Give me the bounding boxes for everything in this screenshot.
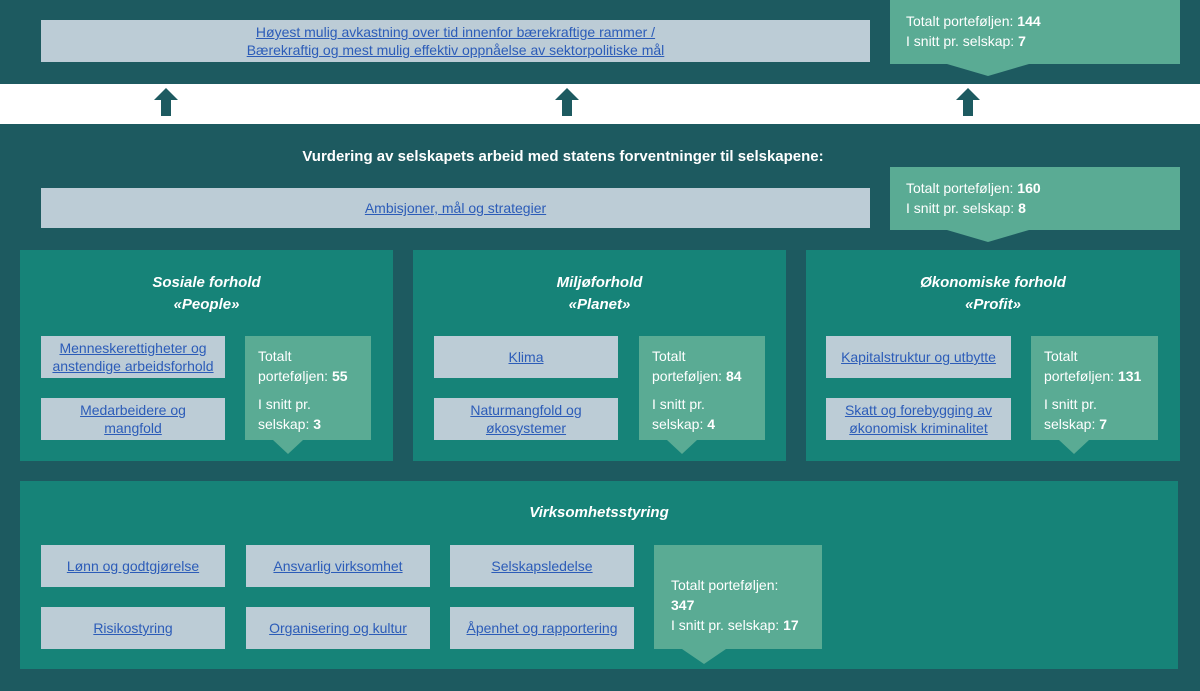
social-item-1-line-2: anstendige arbeidsforhold bbox=[52, 358, 214, 374]
ambitions-avg-value: 8 bbox=[1018, 200, 1026, 216]
environment-callout-avg-label-2: selskap: bbox=[652, 416, 704, 432]
environment-title-line-1: Miljøforhold bbox=[556, 274, 643, 291]
governance-item-label: Lønn og godtgjørelse bbox=[66, 558, 200, 574]
up-arrow-icon bbox=[555, 88, 579, 116]
governance-item-organisation-culture[interactable]: Organisering og kultur bbox=[246, 607, 430, 649]
economic-item-2-line-2: økonomisk kriminalitet bbox=[849, 420, 988, 436]
environment-item-climate[interactable]: Klima bbox=[434, 336, 618, 378]
economic-callout-total-label-2: porteføljen: bbox=[1044, 368, 1115, 384]
economic-total-value: 131 bbox=[1117, 368, 1142, 384]
ambitions-link[interactable]: Ambisjoner, mål og strategier bbox=[41, 188, 870, 228]
arrow-band bbox=[0, 84, 1200, 124]
governance-callout: Totalt porteføljen: 347 I snitt pr. sels… bbox=[654, 545, 822, 649]
ambitions-callout-pointer bbox=[947, 230, 1029, 242]
economic-item-1-label: Kapitalstruktur og utbytte bbox=[841, 349, 996, 365]
social-item-employees[interactable]: Medarbeidere og mangfold bbox=[41, 398, 225, 440]
governance-item-label: Risikostyring bbox=[93, 620, 173, 636]
governance-total-value: 347 bbox=[671, 597, 695, 613]
environment-item-1-label: Klima bbox=[508, 349, 544, 365]
environment-item-biodiversity[interactable]: Naturmangfold og økosystemer bbox=[434, 398, 618, 440]
governance-item-responsible-business[interactable]: Ansvarlig virksomhet bbox=[246, 545, 430, 587]
environment-item-2-line-2: økosystemer bbox=[485, 420, 567, 436]
social-callout-total-label-2: porteføljen: bbox=[258, 368, 329, 384]
environment-item-2-line-1: Naturmangfold og bbox=[470, 402, 582, 418]
social-title-line-1: Sosiale forhold bbox=[152, 274, 261, 291]
environment-avg-value: 4 bbox=[707, 416, 716, 432]
economic-title-line-1: Økonomiske forhold bbox=[920, 274, 1066, 291]
environment-total-value: 84 bbox=[725, 368, 742, 384]
environment-callout-avg-label-1: I snitt pr. bbox=[652, 396, 705, 412]
governance-avg-value: 17 bbox=[783, 617, 799, 633]
social-item-2-line-1: Medarbeidere og bbox=[80, 402, 186, 418]
economic-item-2-line-1: Skatt og forebygging av bbox=[844, 402, 993, 418]
environment-title-line-2: «Planet» bbox=[568, 296, 631, 313]
governance-item-transparency-reporting[interactable]: Åpenhet og rapportering bbox=[450, 607, 634, 649]
ambitions-avg-label: I snitt pr. selskap: bbox=[906, 200, 1015, 216]
governance-item-label: Organisering og kultur bbox=[269, 620, 407, 636]
economic-item-capital-structure[interactable]: Kapitalstruktur og utbytte bbox=[826, 336, 1011, 378]
up-arrow-icon bbox=[956, 88, 980, 116]
economic-callout-pointer bbox=[1059, 440, 1089, 454]
economic-item-tax[interactable]: Skatt og forebygging av økonomisk krimin… bbox=[826, 398, 1011, 440]
environment-title: Miljøforhold «Planet» bbox=[413, 272, 786, 316]
environment-callout-total-label-2: porteføljen: bbox=[652, 368, 723, 384]
up-arrow-icon bbox=[154, 88, 178, 116]
governance-title: Virksomhetsstyring bbox=[529, 504, 669, 521]
social-title: Sosiale forhold «People» bbox=[20, 272, 393, 316]
economic-title: Økonomiske forhold «Profit» bbox=[806, 272, 1180, 316]
goal-line-2: Bærekraftig og mest mulig effektiv oppnå… bbox=[246, 42, 665, 58]
governance-item-remuneration[interactable]: Lønn og godtgjørelse bbox=[41, 545, 225, 587]
ambitions-total-label: Totalt porteføljen: bbox=[906, 180, 1014, 196]
economic-callout-total-label-1: Totalt bbox=[1044, 348, 1078, 364]
economic-title-line-2: «Profit» bbox=[965, 296, 1021, 313]
environment-callout-pointer bbox=[667, 440, 697, 454]
governance-avg-label: I snitt pr. selskap: bbox=[671, 617, 780, 633]
social-callout: Totalt porteføljen: 55 I snitt pr. selsk… bbox=[245, 336, 371, 440]
goal-line-1: Høyest mulig avkastning over tid innenfo… bbox=[255, 24, 656, 40]
economic-avg-value: 7 bbox=[1099, 416, 1108, 432]
governance-item-risk-management[interactable]: Risikostyring bbox=[41, 607, 225, 649]
governance-callout-pointer bbox=[682, 649, 726, 664]
governance-total-label: Totalt porteføljen: bbox=[671, 577, 779, 593]
social-callout-total-label-1: Totalt bbox=[258, 348, 292, 364]
economic-callout: Totalt porteføljen: 131 I snitt pr. sels… bbox=[1031, 336, 1158, 440]
social-avg-value: 3 bbox=[313, 416, 322, 432]
governance-item-label: Selskapsledelse bbox=[491, 558, 593, 574]
economic-callout-avg-label-1: I snitt pr. bbox=[1044, 396, 1097, 412]
ambitions-callout: Totalt porteføljen: 160 I snitt pr. sels… bbox=[890, 167, 1180, 230]
top-avg-label: I snitt pr. selskap: bbox=[906, 33, 1015, 49]
goal-link[interactable]: Høyest mulig avkastning over tid innenfo… bbox=[41, 20, 870, 62]
ambitions-label: Ambisjoner, mål og strategier bbox=[364, 200, 547, 216]
social-callout-avg-label-1: I snitt pr. bbox=[258, 396, 311, 412]
social-callout-pointer bbox=[273, 440, 303, 454]
top-callout: Totalt porteføljen: 144 I snitt pr. sels… bbox=[890, 0, 1180, 64]
governance-item-corporate-management[interactable]: Selskapsledelse bbox=[450, 545, 634, 587]
environment-callout: Totalt porteføljen: 84 I snitt pr. selsk… bbox=[639, 336, 765, 440]
governance-item-label: Åpenhet og rapportering bbox=[466, 620, 618, 636]
governance-item-label: Ansvarlig virksomhet bbox=[273, 558, 403, 574]
top-total-value: 144 bbox=[1017, 13, 1041, 29]
social-total-value: 55 bbox=[331, 368, 348, 384]
environment-callout-total-label-1: Totalt bbox=[652, 348, 686, 364]
top-callout-pointer bbox=[947, 64, 1029, 76]
assessment-heading: Vurdering av selskapets arbeid med state… bbox=[302, 148, 824, 165]
social-item-human-rights[interactable]: Menneskerettigheter og anstendige arbeid… bbox=[41, 336, 225, 378]
top-total-label: Totalt porteføljen: bbox=[906, 13, 1014, 29]
social-title-line-2: «People» bbox=[173, 296, 240, 313]
ambitions-total-value: 160 bbox=[1017, 180, 1041, 196]
top-avg-value: 7 bbox=[1018, 33, 1026, 49]
social-callout-avg-label-2: selskap: bbox=[258, 416, 310, 432]
economic-callout-avg-label-2: selskap: bbox=[1044, 416, 1096, 432]
social-item-1-line-1: Menneskerettigheter og bbox=[59, 340, 207, 356]
social-item-2-line-2: mangfold bbox=[104, 420, 162, 436]
